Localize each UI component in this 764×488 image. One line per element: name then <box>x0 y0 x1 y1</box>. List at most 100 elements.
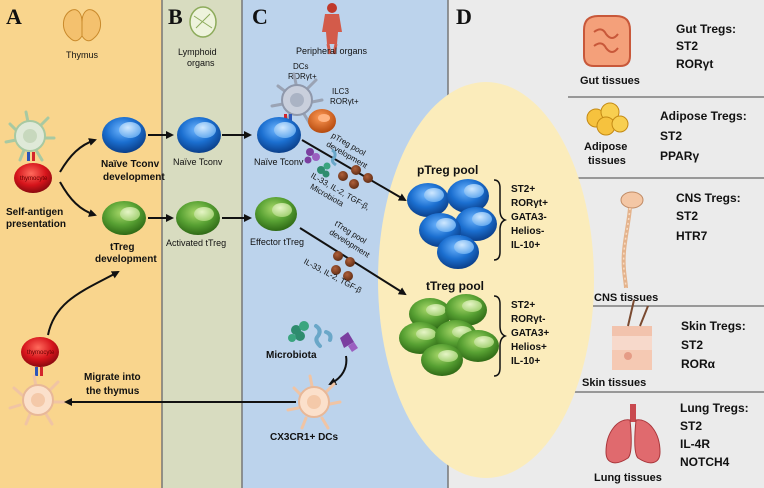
ilc3-label-2: RORγt+ <box>330 97 359 106</box>
ptreg-marker-1: ST2+ <box>511 184 535 195</box>
treg-pool-ellipse <box>378 82 594 478</box>
naive-tconv-cell-a <box>102 117 146 153</box>
treg-cell-a <box>102 201 146 235</box>
cns-marker-2: HTR7 <box>676 229 708 243</box>
lung-icon <box>605 404 661 464</box>
cytokine-dots-1 <box>338 165 373 189</box>
dcs-label-1: DCs <box>293 62 309 71</box>
svg-text:thymocyte: thymocyte <box>20 176 48 182</box>
cns-tissue-label: CNS tissues <box>594 292 658 304</box>
skin-icon <box>612 299 652 370</box>
adipose-tissue-label-1: Adipose <box>584 141 627 153</box>
adipose-treg-title: Adipose Tregs: <box>660 109 747 123</box>
adipose-tissue-label-2: tissues <box>588 155 626 167</box>
ptreg-pool-cells <box>407 179 497 269</box>
arrow-microbiota-to-cx3cr1 <box>328 355 348 385</box>
treg-dev-label-1: tTreg <box>110 242 134 253</box>
ttreg-marker-1: ST2+ <box>511 300 535 311</box>
self-antigen-label-1: Self-antigen <box>6 207 63 218</box>
ttreg-pool-cells <box>399 294 499 376</box>
ttreg-marker-2: RORγt- <box>511 314 545 325</box>
lymph-node-icon <box>189 6 217 38</box>
naive-tconv-c-label: Naïve Tconv <box>254 157 304 167</box>
arrow-to-naive-dev <box>59 138 97 173</box>
ptreg-marker-4: Helios- <box>511 226 544 237</box>
adipose-marker-2: PPARγ <box>660 149 699 163</box>
self-antigen-label-2: presentation <box>6 219 66 230</box>
ilc3-cell <box>308 109 336 133</box>
lymphoid-label-2: organs <box>187 58 215 68</box>
thymocyte-cell-bottom: thymocyte <box>21 337 59 367</box>
ptreg-pool-title: pTreg pool <box>417 163 478 177</box>
ptreg-marker-2: RORγt+ <box>511 198 548 209</box>
effector-treg-label: Effector tTreg <box>250 237 304 247</box>
skin-tissue-label: Skin tissues <box>582 377 646 389</box>
ttreg-marker-3: GATA3+ <box>511 328 549 339</box>
cns-icon <box>620 191 644 289</box>
tcr-mhc-icon-bottom <box>35 367 43 376</box>
lung-tissue-label: Lung tissues <box>594 472 662 484</box>
activated-treg-cell-b <box>176 201 220 235</box>
ttreg-marker-4: Helios+ <box>511 342 547 353</box>
gut-marker-2: RORγt <box>676 57 713 71</box>
panel-b-background <box>162 0 242 488</box>
gut-treg-title: Gut Tregs: <box>676 22 736 36</box>
skin-treg-title: Skin Tregs: <box>681 319 746 333</box>
naive-tconv-cell-b <box>177 117 221 153</box>
lymphoid-label-1: Lymphoid <box>178 47 217 57</box>
activated-treg-label: Activated tTreg <box>166 238 226 248</box>
cns-marker-1: ST2 <box>676 209 698 223</box>
microbiota-icon <box>288 321 358 352</box>
dendritic-cell-icon <box>4 110 56 162</box>
panel-d-letter: D <box>456 4 472 29</box>
skin-marker-1: ST2 <box>681 338 703 352</box>
ptreg-brace <box>493 179 508 261</box>
ilc3-label-1: ILC3 <box>332 87 349 96</box>
peripheral-organs-label: Peripheral organs <box>296 46 368 56</box>
panel-a-letter: A <box>6 4 22 29</box>
cns-treg-title: CNS Tregs: <box>676 191 741 205</box>
cytokine-dots-2 <box>331 251 355 281</box>
panel-b-letter: B <box>168 4 183 29</box>
ttreg-marker-5: IL-10+ <box>511 356 540 367</box>
thymocyte-cell-top: thymocyte <box>14 163 52 193</box>
thymus-icon <box>63 9 101 42</box>
gut-marker-1: ST2 <box>676 39 698 53</box>
effector-treg-cell <box>255 197 297 231</box>
lung-marker-1: ST2 <box>680 419 702 433</box>
gut-tissue-label: Gut tissues <box>580 75 640 87</box>
panel-c-letter: C <box>252 4 268 29</box>
microbiota-small-icon <box>304 148 337 178</box>
arrow-thymocyte-to-treg <box>47 271 120 336</box>
ttreg-pool-title: tTreg pool <box>426 279 484 293</box>
naive-tconv-b-label: Naïve Tconv <box>173 157 223 167</box>
dcs-label-2: RORγt+ <box>288 72 317 81</box>
cx3cr1-dc-icon <box>286 374 342 430</box>
treg-dev-label-2: development <box>95 254 157 265</box>
migrated-dc-icon <box>8 374 66 426</box>
ttreg-brace <box>493 295 508 377</box>
gut-icon <box>583 15 631 67</box>
tcr-mhc-icon <box>27 152 35 161</box>
panel-a-background <box>0 0 162 488</box>
naive-tconv-dev-label-1: Naïve Tconv <box>101 159 160 170</box>
adipose-icon <box>586 102 629 136</box>
migrate-label-1: Migrate into <box>84 372 141 383</box>
naive-tconv-cell-c <box>257 117 301 153</box>
skin-marker-2: RORα <box>681 357 716 371</box>
microbiota-label: Microbiota <box>266 350 317 361</box>
lung-treg-title: Lung Tregs: <box>680 401 749 415</box>
lung-marker-2: IL-4R <box>680 437 710 451</box>
ptreg-marker-5: IL-10+ <box>511 240 540 251</box>
human-body-icon <box>322 3 342 55</box>
migrate-label-2: the thymus <box>86 386 140 397</box>
lung-marker-3: NOTCH4 <box>680 455 730 469</box>
svg-text:thymocyte: thymocyte <box>27 350 55 356</box>
adipose-marker-1: ST2 <box>660 129 682 143</box>
naive-tconv-dev-label-2: development <box>103 172 165 183</box>
arrow-to-treg-dev <box>59 181 97 217</box>
cx3cr1-dc-label: CX3CR1+ DCs <box>270 432 339 443</box>
thymus-label: Thymus <box>66 50 99 60</box>
